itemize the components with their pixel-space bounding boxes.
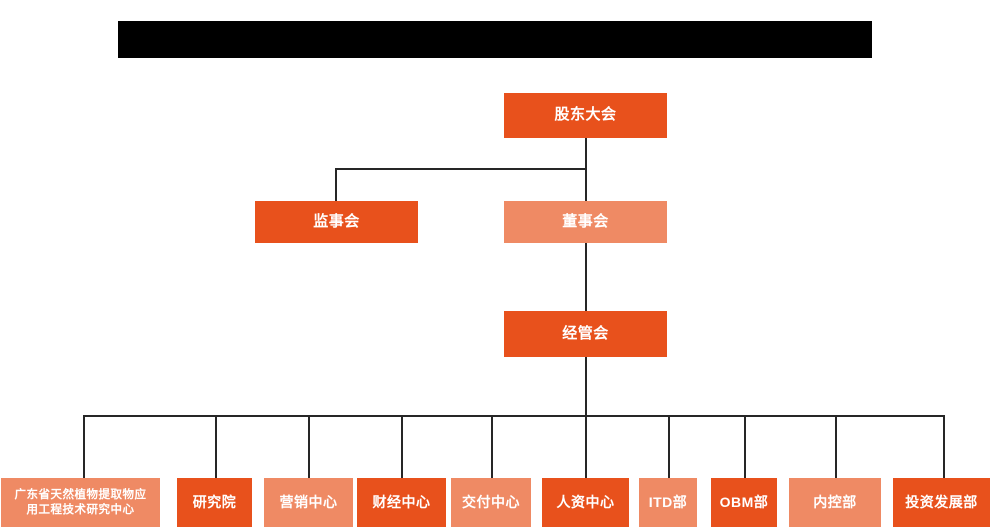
node-internal-control[interactable]: 内控部: [789, 478, 881, 527]
node-supervisors-label: 监事会: [313, 212, 360, 230]
node-delivery-label: 交付中心: [462, 493, 520, 510]
node-management-label: 经管会: [562, 324, 609, 342]
node-investment[interactable]: 投资发展部: [893, 478, 990, 527]
node-finance[interactable]: 财经中心: [357, 478, 446, 527]
node-research-center-label: 广东省天然植物提取物应 用工程技术研究中心: [14, 489, 147, 516]
connector-drop-research-center: [83, 415, 85, 478]
node-hr-label: 人资中心: [556, 493, 615, 510]
node-research-center[interactable]: 广东省天然植物提取物应 用工程技术研究中心: [1, 478, 160, 527]
connector-management-down: [585, 357, 587, 416]
connector-department-bus: [83, 415, 944, 417]
connector-drop-hr: [585, 415, 587, 478]
connector-directors-management: [585, 243, 587, 311]
redacted-title-bar: [118, 21, 872, 58]
node-itd[interactable]: ITD部: [639, 478, 697, 527]
node-investment-label: 投资发展部: [905, 493, 978, 510]
node-finance-label: 财经中心: [372, 493, 431, 510]
node-delivery[interactable]: 交付中心: [451, 478, 531, 527]
node-institute-label: 研究院: [192, 493, 237, 510]
node-hr[interactable]: 人资中心: [542, 478, 629, 527]
node-obm-label: OBM部: [719, 493, 769, 510]
connector-drop-investment: [943, 415, 945, 478]
connector-drop-institute: [215, 415, 217, 478]
connector-shareholders-branch: [335, 168, 587, 170]
connector-drop-itd: [668, 415, 670, 478]
node-supervisors[interactable]: 监事会: [255, 201, 418, 243]
connector-drop-finance: [401, 415, 403, 478]
node-marketing[interactable]: 营销中心: [264, 478, 353, 527]
connector-shareholders-down: [585, 138, 587, 169]
node-itd-label: ITD部: [648, 493, 688, 510]
connector-drop-obm: [744, 415, 746, 478]
node-institute[interactable]: 研究院: [177, 478, 252, 527]
connector-drop-marketing: [308, 415, 310, 478]
connector-drop-delivery: [491, 415, 493, 478]
connector-drop-internal-control: [835, 415, 837, 478]
node-marketing-label: 营销中心: [279, 493, 338, 510]
connector-supervisors-drop: [335, 168, 337, 201]
node-internal-control-label: 内控部: [813, 493, 857, 510]
node-obm[interactable]: OBM部: [711, 478, 777, 527]
node-directors-label: 董事会: [562, 212, 609, 230]
node-shareholders-label: 股东大会: [554, 106, 617, 124]
connector-directors-drop: [585, 168, 587, 201]
node-directors[interactable]: 董事会: [504, 201, 667, 243]
node-shareholders[interactable]: 股东大会: [504, 93, 667, 138]
node-management[interactable]: 经管会: [504, 311, 667, 357]
